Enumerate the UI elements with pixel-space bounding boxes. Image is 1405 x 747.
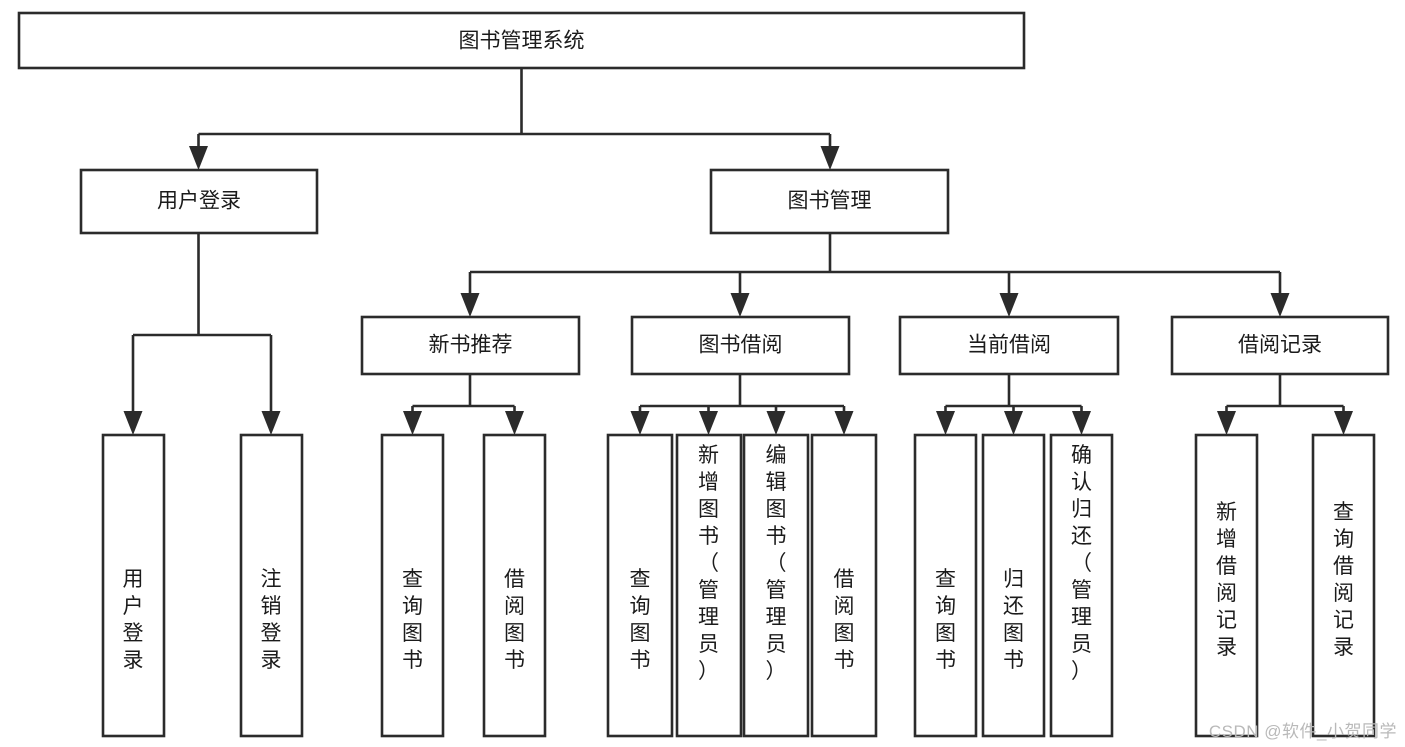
node-box-root[interactable]: [17, 11, 1026, 70]
connector-layer: [123, 68, 1353, 435]
leaf-node-query-book-newbook[interactable]: 查询图书: [380, 433, 445, 738]
leaf-label-add-book-admin: 新增图书（管理员）: [698, 444, 719, 683]
leaf-node-query-borrow-record[interactable]: 查询借阅记录: [1311, 433, 1376, 738]
node-label-current-borrow: 当前借阅: [967, 334, 1051, 357]
leaf-box-add-borrow-record[interactable]: [1194, 433, 1259, 738]
arrow-head-to-current-borrow: [999, 293, 1019, 317]
leaf-box-add-book-admin[interactable]: [675, 433, 743, 738]
edge-userlogin-to-leaves-bus: [131, 233, 273, 417]
arrow-head-leaf-borrow-book-1: [505, 411, 524, 435]
node-box-user-login[interactable]: [79, 168, 319, 235]
leaf-box-query-book-borrow[interactable]: [606, 433, 674, 738]
leaf-node-query-book-current[interactable]: 查询图书: [913, 433, 978, 738]
leaf-node-add-borrow-record[interactable]: 新增借阅记录: [1194, 433, 1259, 738]
edge-borrowrecord-to-leaves-bus: [1225, 374, 1345, 417]
leaf-label-query-book-current: 查询图书: [935, 568, 956, 672]
arrow-head-leaf-add-book: [699, 411, 718, 435]
node-new-book-recommend[interactable]: 新书推荐: [360, 315, 581, 376]
leaf-label-borrow-book-newbook: 借阅图书: [504, 568, 525, 672]
node-borrow-record[interactable]: 借阅记录: [1170, 315, 1390, 376]
leaf-box-query-book-current[interactable]: [913, 433, 978, 738]
leaf-node-logout[interactable]: 注销登录: [239, 433, 304, 738]
leaf-label-borrow-book-borrow: 借阅图书: [834, 568, 855, 672]
arrow-head-to-book-borrow: [730, 293, 750, 317]
arrow-head-leaf-logout: [261, 411, 281, 435]
node-root-book-management-system[interactable]: 图书管理系统: [17, 11, 1026, 70]
leaf-label-confirm-return-admin: 确认归还（管理员）: [1071, 444, 1092, 683]
node-box-borrow-record[interactable]: [1170, 315, 1390, 376]
node-label-book-management: 图书管理: [788, 190, 872, 213]
node-label-borrow-record: 借阅记录: [1238, 334, 1322, 357]
arrow-head-leaf-query-book-2: [630, 411, 650, 435]
leaf-box-query-book-newbook[interactable]: [380, 433, 445, 738]
arrow-head-leaf-query-book-3: [936, 411, 955, 435]
leaf-box-return-book[interactable]: [981, 433, 1046, 738]
arrow-head-to-user-login: [189, 146, 208, 170]
leaf-label-user-login: 用户登录: [123, 568, 144, 672]
node-label-root: 图书管理系统: [459, 30, 585, 53]
edge-bookborrow-to-leaves-bus: [638, 374, 846, 417]
node-book-borrow[interactable]: 图书借阅: [630, 315, 851, 376]
leaf-node-edit-book-admin[interactable]: 编辑图书（管理员）: [742, 433, 810, 738]
leaf-node-user-login[interactable]: 用户登录: [101, 433, 166, 738]
arrow-head-to-book-mgmt: [820, 146, 840, 170]
leaf-label-return-book: 归还图书: [1003, 568, 1024, 672]
leaf-box-query-borrow-record[interactable]: [1311, 433, 1376, 738]
node-box-book-borrow[interactable]: [630, 315, 851, 376]
leaf-node-confirm-return-admin[interactable]: 确认归还（管理员）: [1049, 433, 1114, 738]
node-label-new-book-recommend: 新书推荐: [429, 334, 513, 357]
arrow-head-leaf-confirm-return: [1072, 411, 1091, 435]
leaf-box-logout[interactable]: [239, 433, 304, 738]
arrow-head-leaf-query-book-1: [403, 411, 422, 435]
arrow-head-leaf-return-book: [1004, 411, 1023, 435]
leaf-node-borrow-book-borrow[interactable]: 借阅图书: [810, 433, 878, 738]
leaf-label-query-book-borrow: 查询图书: [630, 568, 651, 672]
leaf-label-query-borrow-record: 查询借阅记录: [1333, 501, 1354, 659]
node-user-login[interactable]: 用户登录: [79, 168, 319, 235]
edge-currentborrow-to-leaves-bus: [944, 374, 1083, 417]
leaf-label-edit-book-admin: 编辑图书（管理员）: [766, 444, 787, 683]
arrow-head-leaf-edit-book: [766, 411, 786, 435]
node-box-current-borrow[interactable]: [898, 315, 1120, 376]
leaf-box-borrow-book-borrow[interactable]: [810, 433, 878, 738]
leaf-node-add-book-admin[interactable]: 新增图书（管理员）: [675, 433, 743, 738]
leaf-node-return-book[interactable]: 归还图书: [981, 433, 1046, 738]
node-label-book-borrow: 图书借阅: [699, 334, 783, 357]
leaf-label-logout: 注销登录: [261, 568, 282, 672]
node-book-management[interactable]: 图书管理: [709, 168, 950, 235]
leaf-label-add-borrow-record: 新增借阅记录: [1216, 501, 1237, 659]
node-current-borrow[interactable]: 当前借阅: [898, 315, 1120, 376]
node-label-user-login: 用户登录: [157, 190, 241, 213]
edge-newbook-to-leaves-bus: [411, 374, 516, 417]
leaf-node-borrow-book-newbook[interactable]: 借阅图书: [482, 433, 547, 738]
arrow-head-to-new-book-rec: [460, 293, 480, 317]
node-box-book-management[interactable]: [709, 168, 950, 235]
leaf-box-borrow-book-newbook[interactable]: [482, 433, 547, 738]
arrow-head-leaf-query-record: [1334, 411, 1353, 435]
edge-bookmgmt-to-level3-bus: [468, 233, 1282, 299]
leaf-label-query-book-newbook: 查询图书: [402, 568, 423, 672]
leaf-box-user-login[interactable]: [101, 433, 166, 738]
edge-root-to-level2-bus: [197, 68, 832, 152]
leaf-box-confirm-return-admin[interactable]: [1049, 433, 1114, 738]
node-box-new-book-recommend[interactable]: [360, 315, 581, 376]
arrow-head-leaf-add-record: [1217, 411, 1236, 435]
arrow-head-leaf-user-login: [123, 411, 143, 435]
leaf-node-query-book-borrow[interactable]: 查询图书: [606, 433, 674, 738]
leaf-box-edit-book-admin[interactable]: [742, 433, 810, 738]
arrow-head-to-borrow-record: [1270, 293, 1290, 317]
arrow-head-leaf-borrow-book-2: [834, 411, 854, 435]
